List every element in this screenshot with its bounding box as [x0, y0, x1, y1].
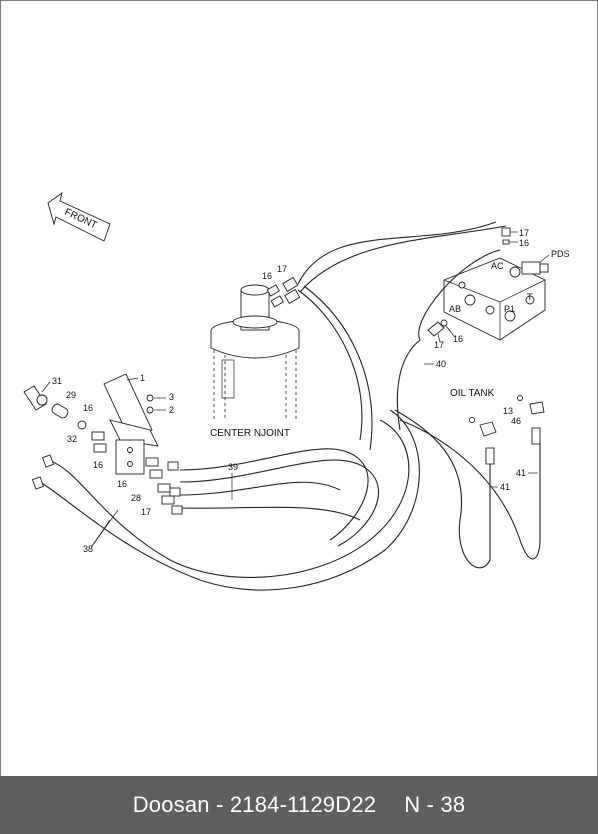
callout-3: 3: [169, 392, 174, 402]
footer-text: Doosan - 2184-1129D22 N - 38: [133, 792, 466, 818]
hose-40: [396, 339, 421, 431]
callout-40: 40: [436, 359, 446, 369]
callout-16-ab: 16: [453, 334, 463, 344]
callout-17-pedal: 17: [141, 507, 151, 517]
hose-38-a: [47, 419, 410, 578]
valve-ab-fittings: 17 16: [427, 319, 463, 350]
callout-2: 2: [169, 405, 174, 415]
hose-top-1: [297, 221, 497, 285]
callout-39: 39: [228, 462, 238, 472]
front-arrow: FRONT: [47, 191, 111, 242]
callout-31: 31: [52, 376, 62, 386]
callout-41-left: 41: [500, 482, 510, 492]
control-valve: AC AB P1 T PDS: [443, 249, 570, 341]
callout-41-right: 41: [516, 468, 526, 478]
callout-17-ab: 17: [434, 340, 444, 350]
callout-16-cj: 16: [262, 271, 272, 281]
footer-document-id: Doosan - 2184-1129D22: [132, 792, 377, 817]
callout-38: 38: [83, 544, 93, 554]
pedal-assembly: 1 3 2: [103, 373, 174, 475]
center-joint-fittings: 16 17: [262, 264, 301, 308]
hose-top-2: [299, 225, 507, 293]
footer-bar: Doosan - 2184-1129D22 N - 38: [0, 776, 598, 834]
oil-tank-fittings: OIL TANK 13 46: [450, 388, 545, 437]
pds-label: PDS: [551, 249, 570, 259]
callout-46: 46: [511, 416, 521, 426]
center-joint-label: CENTER NJOINT: [210, 428, 290, 439]
pedal-fittings: 16 28 17 39: [117, 457, 238, 517]
callout-29: 29: [66, 390, 76, 400]
callout-28: 28: [131, 493, 141, 503]
left-side-parts: 31 29 16 32 16 38: [23, 376, 119, 554]
port-ac-label: AC: [491, 261, 504, 271]
port-ab-label: AB: [449, 304, 461, 314]
callout-17-top: 17: [519, 228, 529, 238]
valve-top-fittings: 17 16: [501, 227, 529, 248]
callout-32: 32: [67, 434, 77, 444]
hose-38-b: [39, 409, 420, 591]
hose-40b: [418, 249, 501, 341]
port-t-label: T: [527, 292, 533, 302]
center-joint: CENTER NJOINT: [210, 284, 300, 439]
oil-tank-label: OIL TANK: [450, 388, 495, 399]
callout-16-top: 16: [519, 238, 529, 248]
callout-16-left: 16: [83, 403, 93, 413]
callout-13: 13: [503, 406, 513, 416]
callout-16-lower: 16: [93, 460, 103, 470]
port-p1-label: P1: [504, 304, 515, 314]
callout-17-cj: 17: [277, 264, 287, 274]
callout-16-pedal: 16: [117, 479, 127, 489]
footer-page-number: N - 38: [404, 792, 466, 817]
callout-1: 1: [140, 373, 145, 383]
hydraulic-parts-diagram: FRONT CENTER NJOINT AC AB P1 T PDS: [23, 191, 570, 591]
